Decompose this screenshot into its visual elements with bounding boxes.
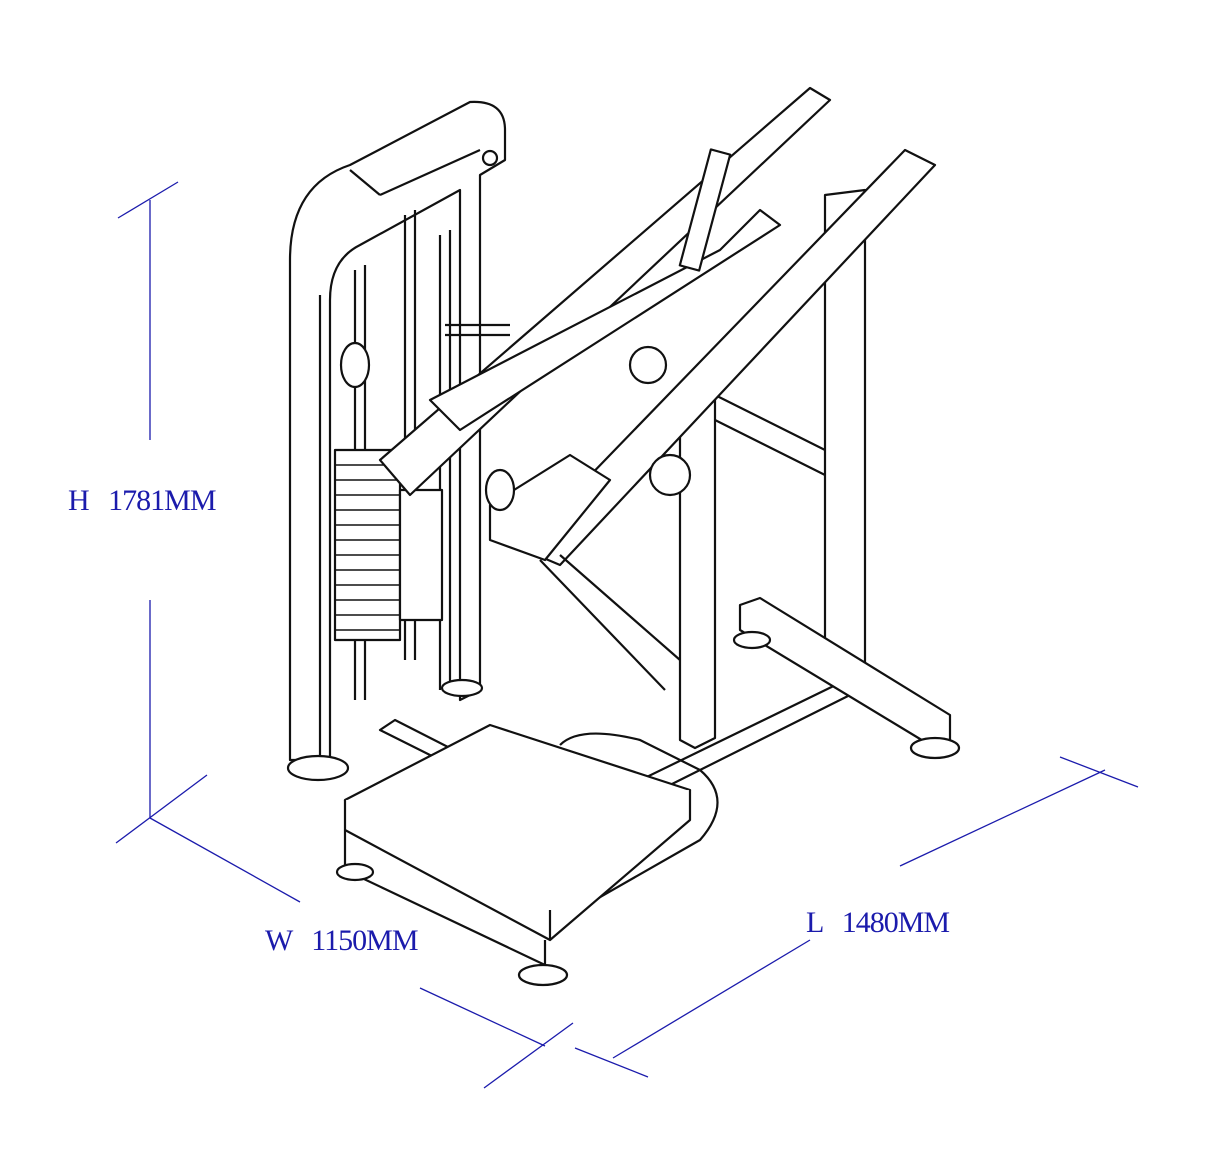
length-line-left [612, 939, 811, 1059]
machine [286, 86, 961, 987]
shoulder-pad [488, 453, 612, 562]
front-upright [678, 388, 717, 750]
length-tick-right [1059, 756, 1139, 788]
width-axis: W [265, 924, 293, 957]
weight-stack [333, 448, 402, 642]
length-value: 1480MM [841, 906, 950, 939]
height-tick-top [117, 181, 179, 219]
height-dimension-label: H 1781MM [68, 484, 217, 518]
height-tick-bottom [115, 774, 208, 844]
length-tick-left [574, 1047, 649, 1078]
height-axis: H [68, 484, 90, 517]
width-line-right [419, 987, 546, 1047]
tower-pulley-top [481, 149, 499, 167]
tower-foot-2 [440, 678, 484, 698]
cam-pulley-2 [648, 453, 692, 497]
cam-pulley [628, 345, 668, 385]
arm-upper-bar [428, 208, 782, 432]
cable [539, 554, 681, 691]
length-dimension-label: L 1480MM [806, 906, 950, 940]
width-value: 1150MM [311, 924, 418, 957]
length-line-right [899, 769, 1106, 867]
length-axis: L [806, 906, 823, 939]
width-dimension-label: W 1150MM [265, 924, 419, 958]
dimension-lines [115, 181, 1139, 1089]
cross-brace [714, 394, 826, 476]
tower-pulley [339, 341, 371, 389]
tower-foot [286, 754, 350, 782]
arm-handle [678, 148, 732, 272]
width-line-left [149, 817, 301, 903]
weight-stack-2 [398, 488, 444, 622]
height-value: 1781MM [108, 484, 216, 517]
platform-rail [559, 732, 719, 921]
width-tick [483, 1022, 574, 1089]
